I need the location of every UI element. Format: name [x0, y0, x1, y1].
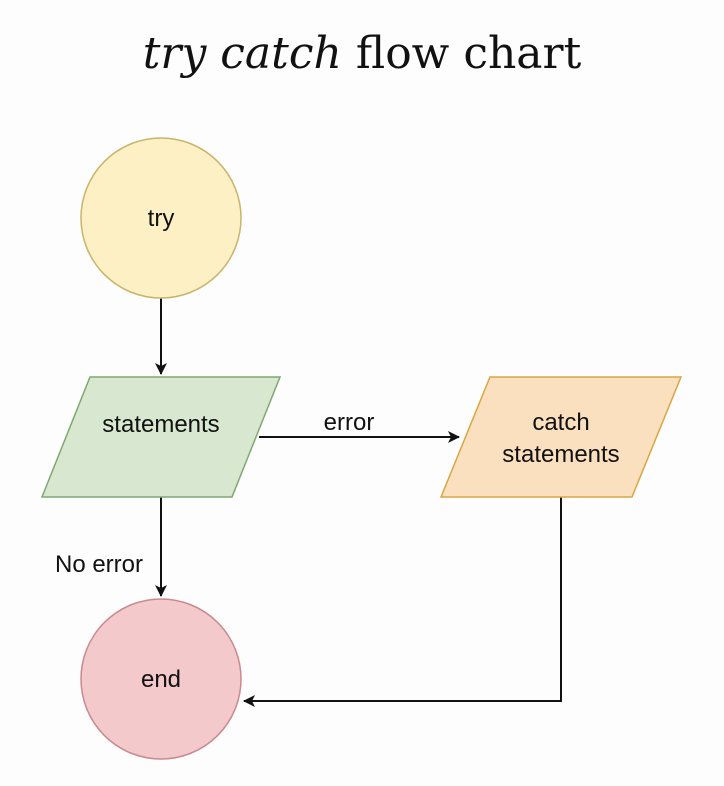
- node-label-catch-line2: statements: [502, 441, 619, 468]
- node-label-catch-line1: catch: [532, 409, 589, 436]
- node-label-statements: statements: [102, 411, 219, 438]
- edge-label-no-error: No error: [55, 551, 143, 578]
- node-catch: [439, 376, 683, 498]
- title-plain: flow chart: [355, 28, 582, 79]
- diagram-title: try catch flow chart: [0, 22, 724, 86]
- edge-catch-to-end: [243, 497, 562, 707]
- node-label-end: end: [141, 666, 181, 693]
- node-end: [80, 598, 242, 760]
- node-label-try: try: [148, 205, 175, 232]
- node-try: [80, 137, 242, 299]
- edge-label-error: error: [324, 409, 375, 436]
- title-italic: try catch: [142, 28, 342, 79]
- node-statements: [40, 376, 282, 498]
